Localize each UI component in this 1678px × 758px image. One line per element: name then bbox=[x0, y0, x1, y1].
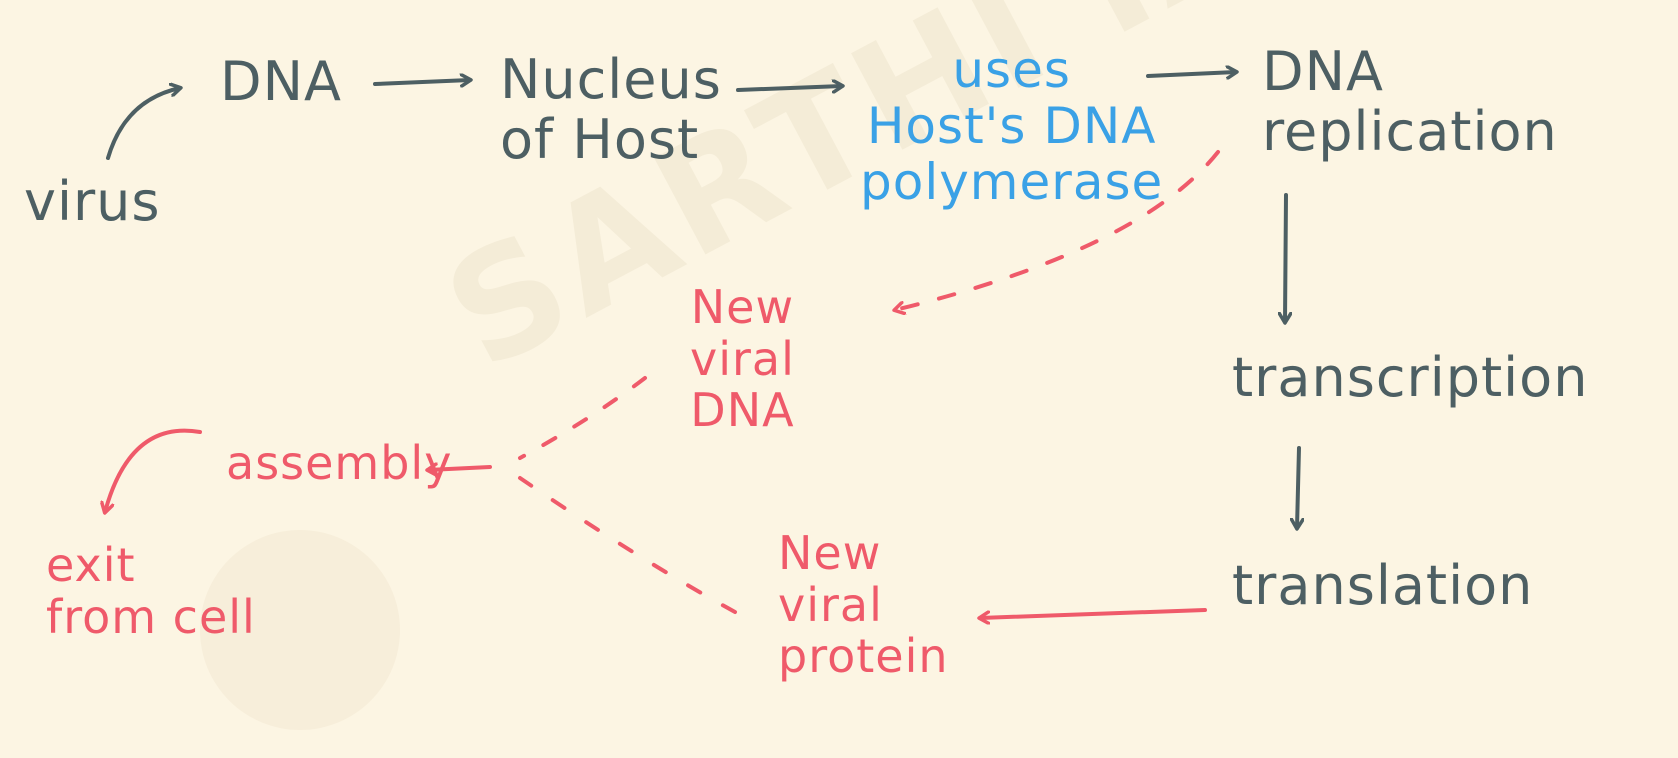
arrow-replication-to-viral-dna bbox=[895, 150, 1220, 310]
node-dna: DNA bbox=[220, 50, 342, 113]
node-dna-replication: DNA replication bbox=[1262, 40, 1558, 164]
watermark-logo bbox=[200, 530, 400, 730]
arrow-translation-to-protein bbox=[980, 608, 1207, 618]
node-assembly: assembly bbox=[226, 436, 453, 490]
node-exit-from-cell: exit from cell bbox=[46, 538, 256, 644]
arrow-dna-to-nucleus bbox=[373, 80, 470, 84]
arrow-polymerase-to-replication bbox=[1146, 72, 1236, 76]
arrow-assembly-to-exit bbox=[105, 428, 202, 512]
node-virus: virus bbox=[24, 170, 161, 233]
node-new-viral-dna: New viral DNA bbox=[690, 280, 795, 438]
arrow-into-assembly bbox=[428, 467, 492, 470]
dash-viral-protein-to-assembly bbox=[518, 476, 737, 614]
node-translation: translation bbox=[1232, 554, 1534, 617]
arrow-replication-to-transcription bbox=[1285, 193, 1286, 322]
arrow-virus-to-dna bbox=[106, 88, 180, 160]
node-new-viral-protein: New viral protein bbox=[778, 526, 949, 684]
dash-viral-dna-to-assembly bbox=[518, 376, 647, 460]
node-nucleus-of-host: Nucleus of Host bbox=[500, 48, 722, 172]
node-transcription: transcription bbox=[1232, 346, 1589, 409]
arrow-transcription-to-translation bbox=[1297, 446, 1299, 528]
node-host-dna-polymerase: uses Host's DNA polymerase bbox=[860, 41, 1164, 211]
arrow-nucleus-to-polymerase bbox=[736, 86, 842, 90]
